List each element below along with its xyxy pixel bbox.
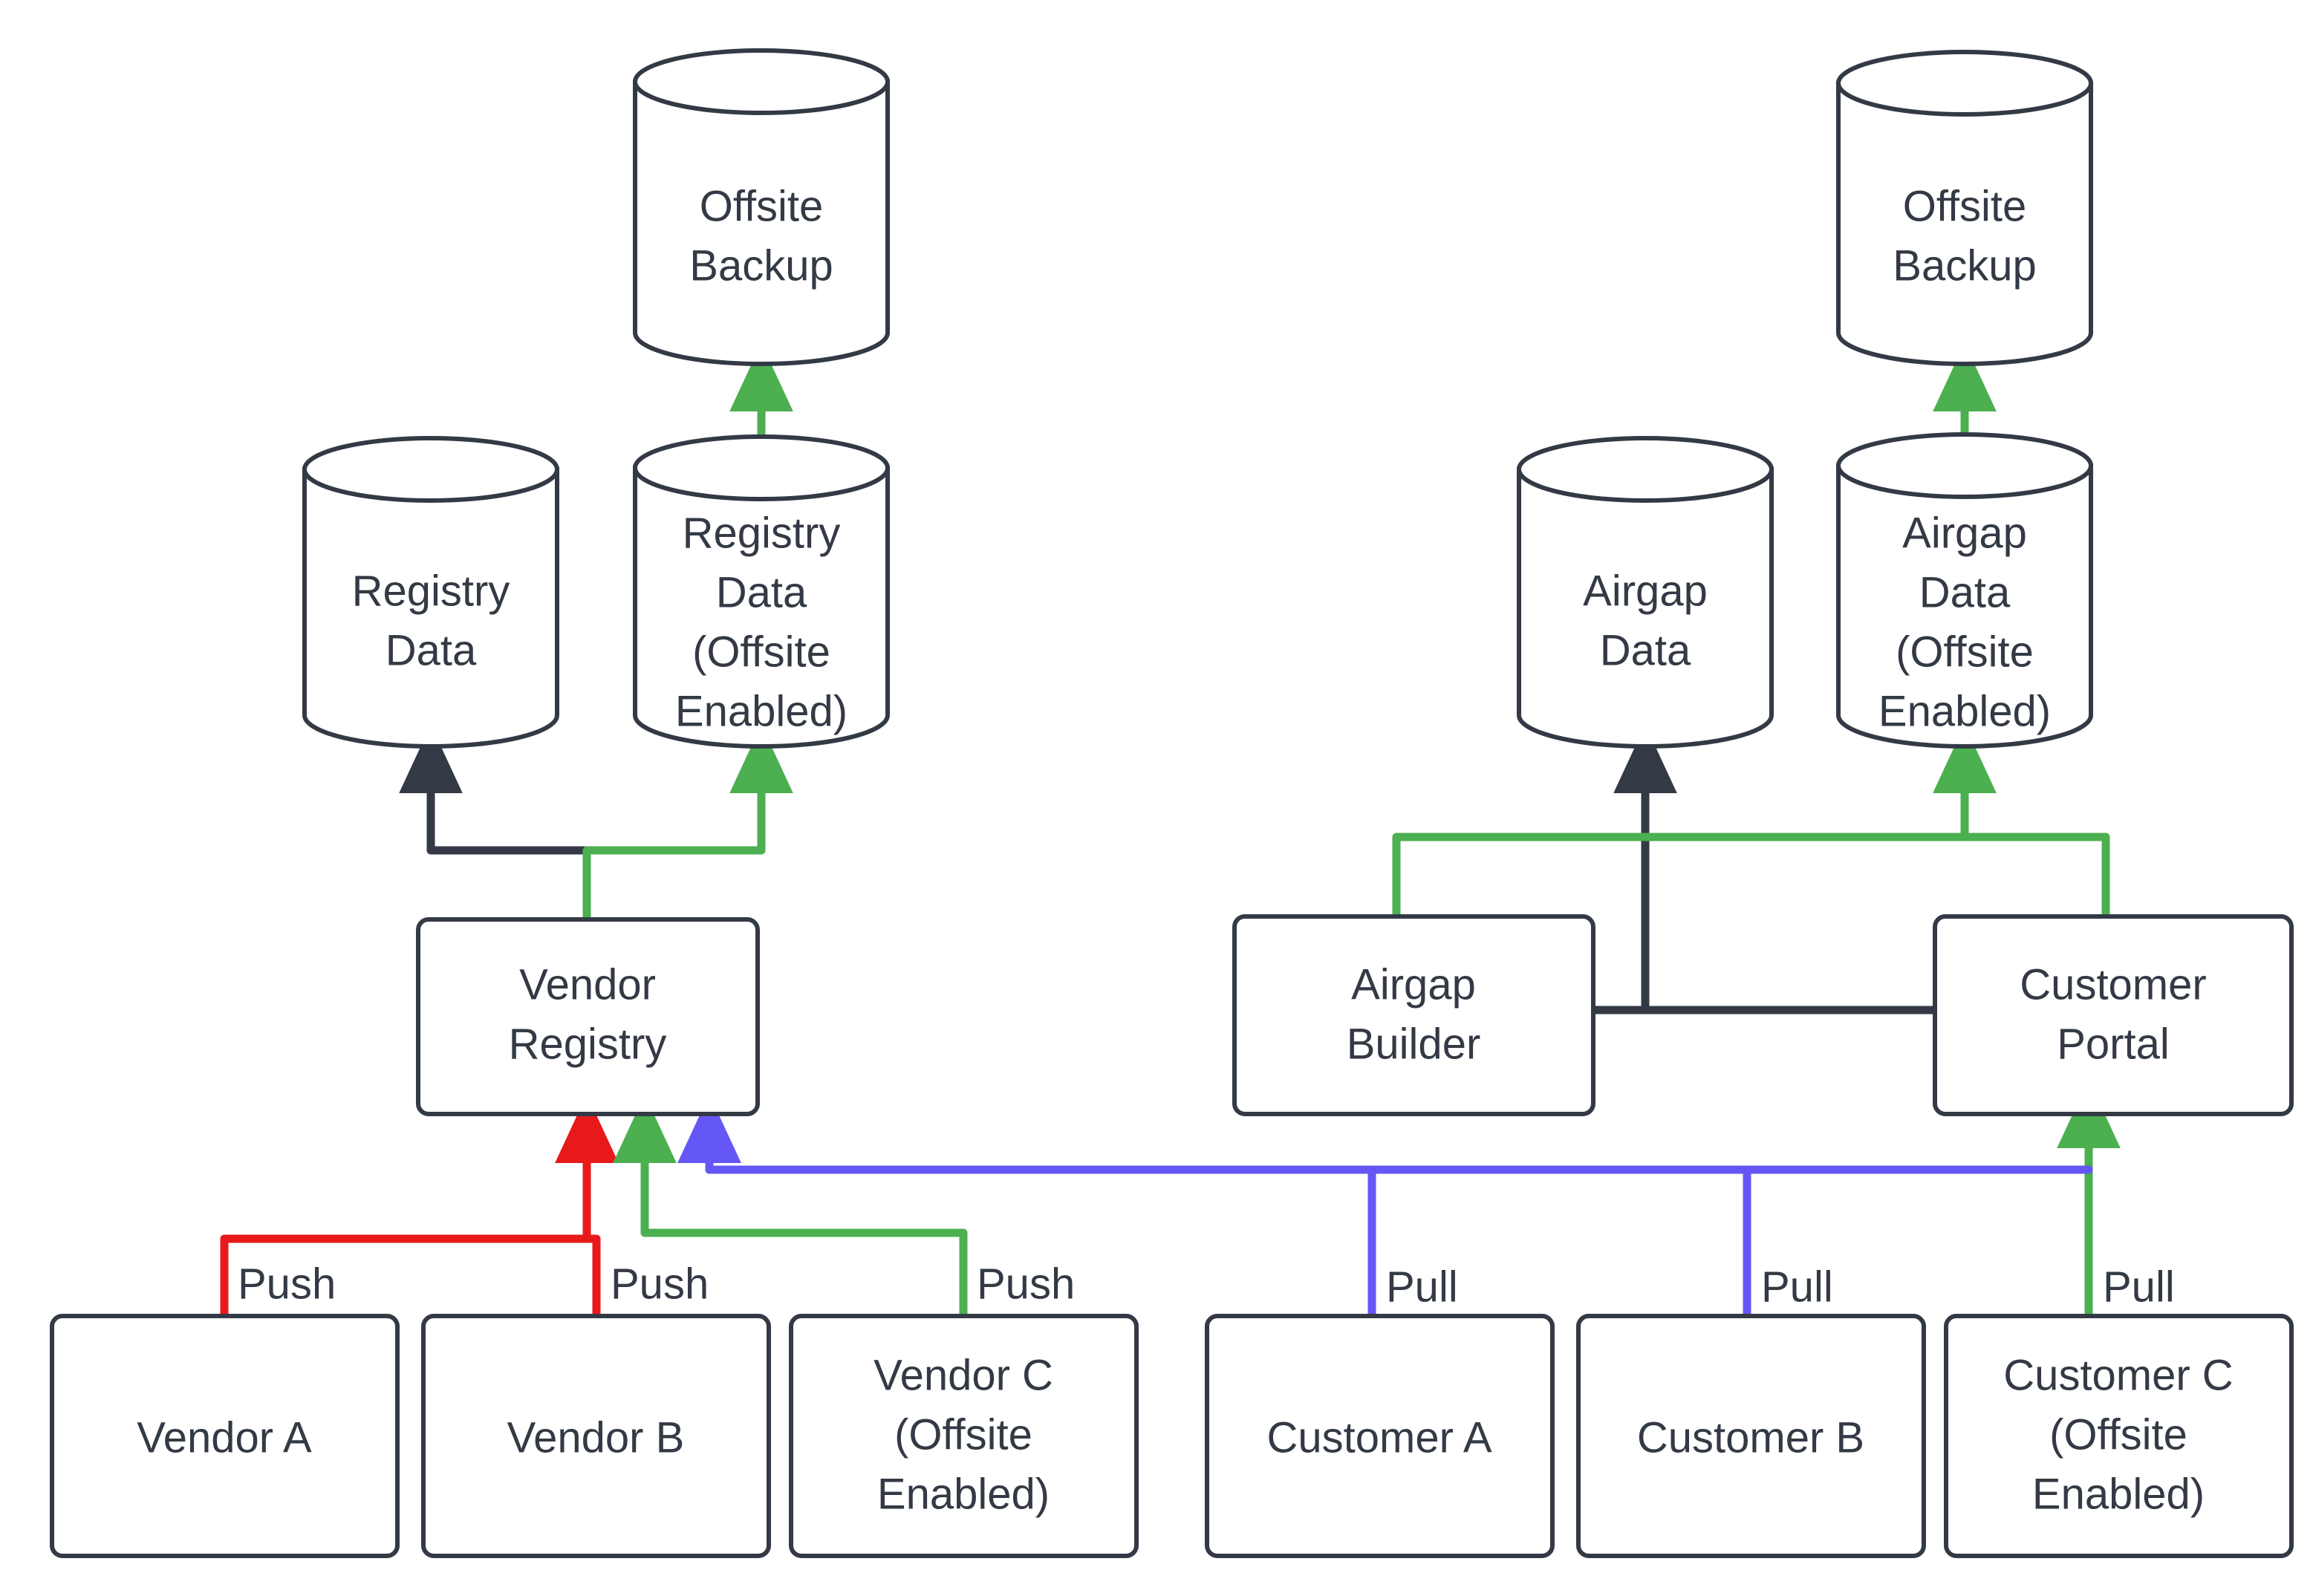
node-label-line: Portal <box>2057 1020 2170 1068</box>
node-label-line: Customer <box>2020 960 2206 1009</box>
node-label-line: Airgap <box>1351 960 1476 1009</box>
node-vendor-registry[interactable]: Vendor Registry <box>416 917 760 1116</box>
node-label-line: Enabled) <box>1878 687 2051 735</box>
node-registry-data[interactable]: Registry Data <box>302 436 559 749</box>
node-vendor-c[interactable]: Vendor C (Offsite Enabled) <box>789 1314 1139 1558</box>
edge-vendor-registry-to-registry-data-offsite <box>582 724 793 924</box>
node-label-line: Vendor <box>519 960 656 1009</box>
node-label-line: Vendor C <box>874 1351 1053 1399</box>
node-customer-b[interactable]: Customer B <box>1576 1314 1926 1558</box>
node-label-line: Customer B <box>1637 1413 1864 1462</box>
edge-customer-portal-to-airgap-offsite <box>1933 724 2110 921</box>
node-customer-c[interactable]: Customer C (Offsite Enabled) <box>1944 1314 2294 1558</box>
node-offsite-backup-left[interactable]: Offsite Backup <box>633 48 890 366</box>
edge-customer-b-pull <box>677 1094 1751 1320</box>
node-label-line: Data <box>1600 626 1691 674</box>
node-label-line: Enabled) <box>877 1470 1050 1518</box>
edge-vendor-b-push <box>555 1094 619 1320</box>
edge-label-customer-a-pull: Pull <box>1386 1263 1458 1311</box>
node-label-line: (Offsite <box>894 1410 1032 1459</box>
node-vendor-b[interactable]: Vendor B <box>421 1314 771 1558</box>
node-label-line: (Offsite <box>692 628 830 676</box>
node-label-line: Registry <box>509 1020 667 1068</box>
edge-label-vendor-a-push: Push <box>238 1260 336 1308</box>
edge-label-vendor-b-push: Push <box>611 1260 709 1308</box>
edge-customer-portal-to-airgap-data <box>1613 724 1939 1014</box>
node-vendor-a[interactable]: Vendor A <box>50 1314 400 1558</box>
node-customer-portal[interactable]: Customer Portal <box>1933 914 2294 1116</box>
node-offsite-backup-right[interactable]: Offsite Backup <box>1836 50 2093 366</box>
node-airgap-data-offsite[interactable]: Airgap Data (Offsite Enabled) <box>1836 432 2093 749</box>
edge-vendor-registry-to-registry-data <box>399 724 591 924</box>
node-label-line: Backup <box>689 241 833 290</box>
node-label-line: (Offsite <box>1896 628 2034 676</box>
node-label-line: Offsite <box>1903 182 2027 230</box>
node-label-line: Vendor A <box>137 1413 312 1462</box>
node-label-line: Enabled) <box>675 687 848 735</box>
node-label-line: Customer A <box>1267 1413 1492 1462</box>
node-label-line: Airgap <box>1583 567 1708 615</box>
node-label-line: Customer C <box>2003 1351 2233 1399</box>
node-airgap-builder[interactable]: Airgap Builder <box>1232 914 1595 1116</box>
node-label-line: Data <box>1919 568 2011 616</box>
node-label-line: Backup <box>1893 241 2036 290</box>
node-label-line: Data <box>716 568 807 616</box>
node-label-line: Airgap <box>1902 509 2027 557</box>
node-label-line: Builder <box>1347 1020 1481 1068</box>
edge-label-customer-c-pull: Pull <box>2103 1263 2175 1311</box>
edge-airgap-builder-to-airgap-offsite <box>1392 724 1997 921</box>
edge-label-customer-b-pull: Pull <box>1761 1263 1833 1311</box>
node-label-line: Vendor B <box>507 1413 685 1462</box>
node-label-line: Registry <box>683 509 841 557</box>
node-label-line: (Offsite <box>2049 1410 2187 1459</box>
node-label-line: Offsite <box>700 182 824 230</box>
node-customer-a[interactable]: Customer A <box>1205 1314 1555 1558</box>
edge-vendor-c-push <box>613 1094 968 1320</box>
node-airgap-data[interactable]: Airgap Data <box>1517 436 1774 749</box>
edge-label-vendor-c-push: Push <box>977 1260 1075 1308</box>
node-registry-data-offsite[interactable]: Registry Data (Offsite Enabled) <box>633 434 890 749</box>
node-label-line: Enabled) <box>2032 1470 2205 1518</box>
node-label-line: Registry <box>352 567 510 615</box>
node-label-line: Data <box>386 626 477 674</box>
